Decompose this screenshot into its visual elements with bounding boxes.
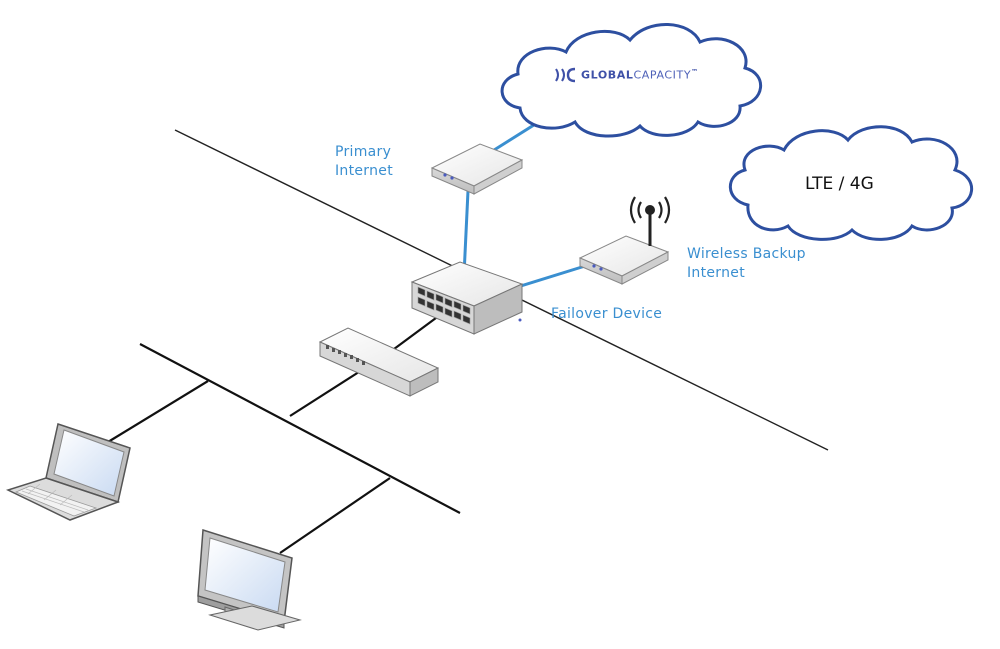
switch-to-bus-line xyxy=(289,369,363,417)
primary-router-link xyxy=(462,190,470,276)
logo-prefix: GLOBAL xyxy=(581,68,634,82)
logo-suffix: CAPACITY xyxy=(633,68,692,82)
primary-internet-label-line2: Internet xyxy=(335,163,393,179)
wireless-signal-icon xyxy=(629,196,671,224)
primary-provider-cloud xyxy=(500,23,763,138)
failover-device-icon xyxy=(410,261,524,335)
wireless-backup-label: Wireless Backup Internet xyxy=(687,245,806,283)
primary-internet-label: Primary Internet xyxy=(335,143,393,181)
failover-device-label: Failover Device xyxy=(551,306,663,322)
laptop-drop-line xyxy=(107,380,209,443)
laptop-icon xyxy=(5,423,131,521)
global-capacity-logo: GLOBALCAPACITY™ xyxy=(553,64,713,86)
switch-to-failover-line xyxy=(389,314,441,353)
lan-bus-line xyxy=(139,343,461,514)
wireless-backup-label-line2: Internet xyxy=(687,265,745,281)
logo-trademark: ™ xyxy=(691,68,699,76)
lte-cloud-label: LTE / 4G xyxy=(805,174,874,194)
wireless-backup-label-line1: Wireless Backup xyxy=(687,246,806,262)
monitor-drop-line xyxy=(279,477,391,554)
global-capacity-logo-mark xyxy=(555,67,576,83)
lan-switch-icon xyxy=(318,327,440,397)
primary-router-icon xyxy=(430,143,524,195)
lte-cloud xyxy=(728,125,974,241)
wireless-router-icon xyxy=(578,205,670,285)
primary-internet-label-line1: Primary xyxy=(335,144,392,160)
desktop-monitor-icon xyxy=(197,529,302,631)
